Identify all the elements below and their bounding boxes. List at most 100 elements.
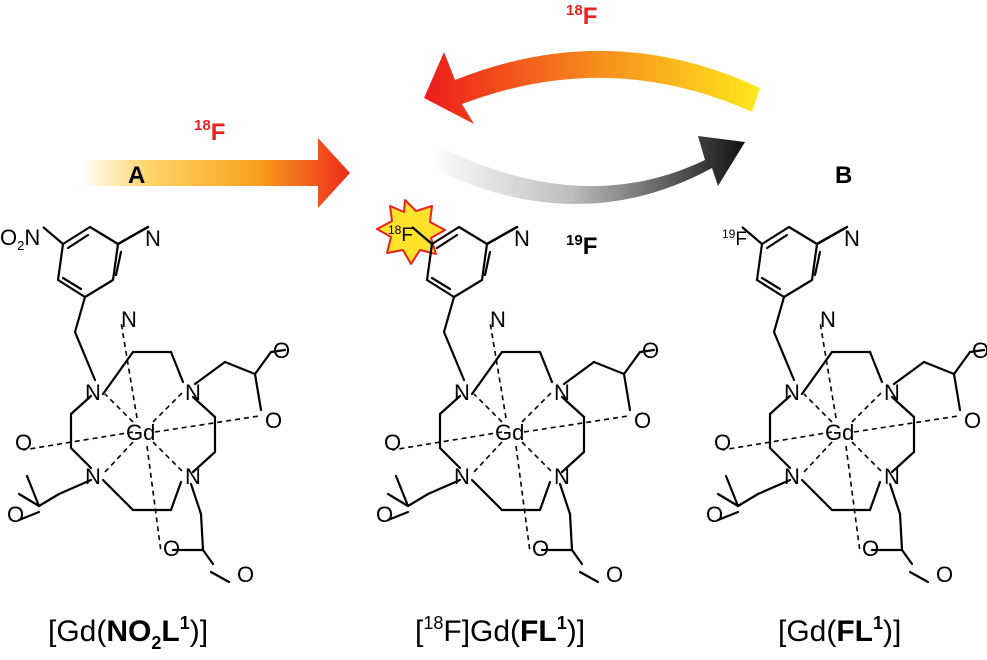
bond-line — [430, 225, 461, 246]
bond-line — [61, 276, 83, 291]
atom-label: N — [185, 380, 201, 405]
bond-line — [17, 492, 41, 508]
bond-line — [69, 446, 93, 470]
coordination-bond — [22, 431, 134, 451]
substituent-bond — [741, 226, 763, 245]
atom-label: O — [606, 562, 623, 587]
bond-line — [386, 510, 410, 522]
bond-line — [116, 225, 150, 246]
coordination-bond — [154, 415, 260, 433]
bond-line — [73, 295, 87, 334]
bond-line — [968, 348, 986, 354]
coordination-bond — [104, 393, 134, 423]
bond-line — [189, 482, 203, 516]
bond-line — [560, 395, 586, 419]
bond-line — [570, 548, 584, 566]
bond-line — [558, 482, 572, 516]
nitro-group: O2N — [0, 225, 40, 253]
bond-line — [952, 350, 972, 376]
pyridine-nitrogen: N — [844, 226, 860, 251]
bond-line — [890, 450, 916, 474]
label-b: B — [835, 162, 852, 189]
atom-label: O — [964, 408, 981, 433]
bond-line — [888, 482, 902, 516]
bond-line — [111, 242, 120, 282]
bond-line — [716, 510, 740, 522]
coordination-bond — [721, 431, 833, 451]
coordination-bond — [391, 431, 503, 451]
bond-line — [169, 480, 183, 512]
atom-label: O — [714, 430, 731, 455]
atom-label: O — [273, 338, 290, 363]
bond-line — [56, 278, 87, 299]
bond-line — [810, 242, 819, 282]
bond-line — [765, 233, 789, 250]
bond-line — [815, 225, 849, 246]
bond-line — [898, 512, 904, 552]
bond-line — [88, 225, 120, 246]
bond-line — [760, 276, 782, 291]
bond-line — [782, 278, 814, 299]
atom-label: O — [15, 430, 32, 455]
star-burst-icon — [376, 199, 446, 265]
bond-line — [922, 360, 956, 376]
bond-line — [756, 478, 792, 496]
arrow-bottom: 19F — [430, 136, 745, 260]
coordination-bond — [521, 441, 553, 473]
arrow-bottom-isotope: 19F — [566, 232, 597, 260]
atom-label: O — [265, 408, 282, 433]
coordination-bond — [473, 441, 503, 473]
caption-left: [Gd(NO2L1)] — [48, 613, 208, 653]
bond-line — [622, 372, 632, 412]
fluorine-18-star: 18F — [376, 199, 446, 265]
coordination-bond — [515, 445, 531, 553]
atom-label: N — [490, 307, 506, 332]
coordination-bond — [146, 445, 162, 553]
bond-line — [470, 350, 504, 396]
bond-line — [800, 478, 834, 512]
atom-label: O — [634, 408, 651, 433]
bond-line — [253, 350, 273, 376]
coordination-bond — [521, 391, 553, 423]
arrow-a-shape — [80, 138, 350, 208]
atom-label: O — [642, 338, 659, 363]
arrow-top-shape — [424, 50, 760, 125]
bond-line — [724, 474, 740, 508]
bond-line — [538, 480, 552, 512]
bond-line — [638, 348, 656, 354]
bond-line — [37, 492, 61, 508]
bond-line — [25, 474, 41, 508]
bond-line — [716, 492, 740, 508]
gadolinium-label: Gd — [126, 420, 155, 445]
atom-label: N — [554, 464, 570, 489]
arrow-a: A 18F — [80, 117, 350, 208]
arrow-a-label: A — [128, 162, 145, 189]
bond-line — [406, 492, 430, 508]
arrow-bottom-shape — [430, 136, 745, 204]
bond-line — [483, 250, 492, 277]
bond-line — [755, 242, 764, 282]
bond-line — [57, 478, 93, 496]
substituent-bond — [411, 226, 433, 245]
bond-line — [17, 510, 41, 522]
bond-line — [470, 478, 504, 512]
bond-line — [386, 492, 410, 508]
bond-line — [56, 242, 65, 282]
atom-label: N — [85, 380, 101, 405]
caption-left-text: [Gd(NO2L1)] — [48, 613, 208, 653]
bond-line — [61, 225, 92, 246]
caption-middle: [18F]Gd(FL1)] — [415, 613, 585, 648]
bond-line — [438, 394, 462, 416]
atom-label: O — [862, 536, 879, 561]
caption-right: [Gd(FL1)] — [778, 613, 901, 648]
fluorine-19-label: 19F — [722, 227, 747, 250]
bond-line — [442, 295, 456, 334]
coordination-bond — [120, 321, 138, 419]
bond-line — [73, 330, 97, 382]
atom-label: O — [163, 536, 180, 561]
bond-line — [83, 278, 115, 299]
bond-line — [485, 225, 519, 246]
atom-label: O — [706, 502, 723, 527]
bond-line — [952, 372, 962, 412]
